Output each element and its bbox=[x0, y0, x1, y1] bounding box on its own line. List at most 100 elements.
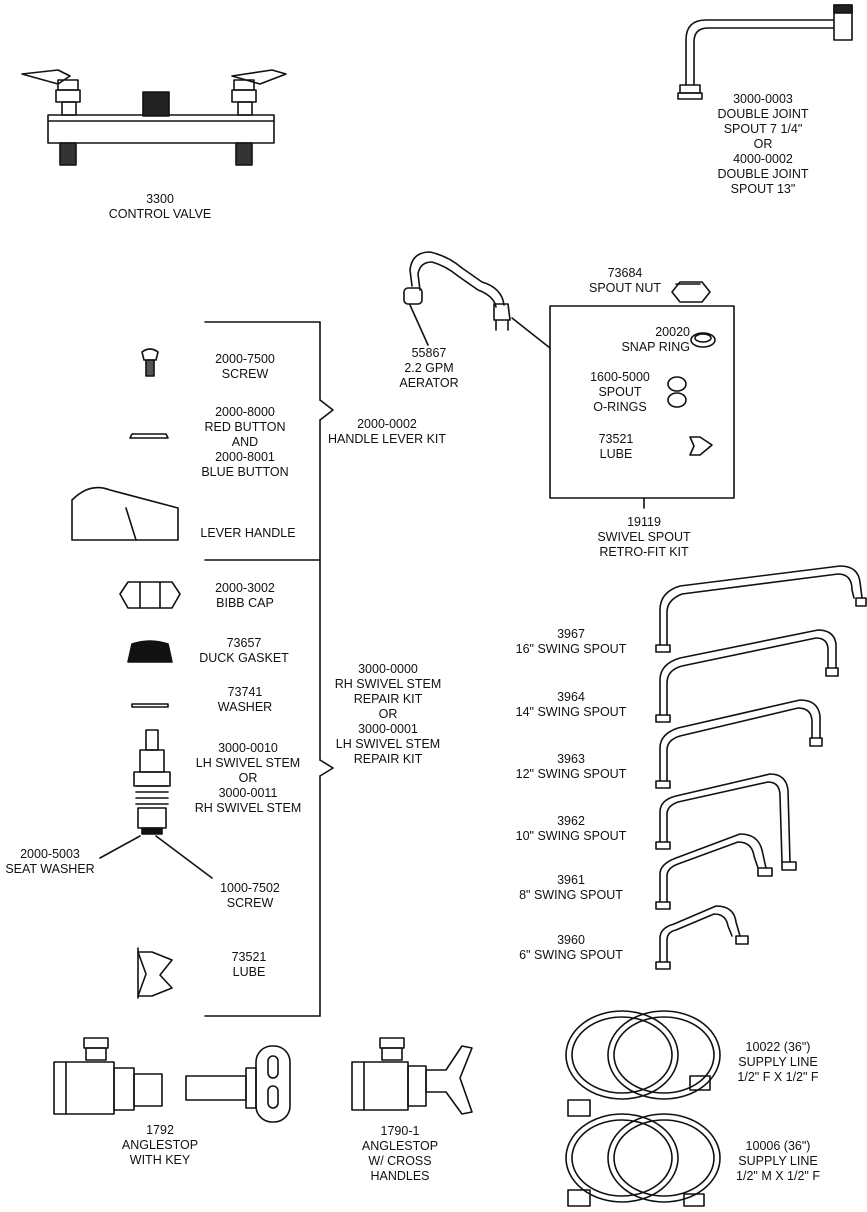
label-line: REPAIR KIT bbox=[353, 692, 423, 706]
label-line: SPOUT 7 1/4" bbox=[723, 122, 803, 136]
supply-line-ff-drawing bbox=[565, 1010, 721, 1117]
label-line: BIBB CAP bbox=[216, 596, 274, 610]
label-line: LH SWIVEL STEM bbox=[335, 737, 441, 751]
label-line: BLUE BUTTON bbox=[201, 465, 289, 479]
label-line: HANDLE LEVER KIT bbox=[327, 432, 447, 446]
label-line: SCREW bbox=[221, 367, 269, 381]
label-line: 8" SWING SPOUT bbox=[519, 888, 623, 902]
label-line: OR bbox=[378, 707, 398, 721]
label-line: SNAP RING bbox=[621, 340, 690, 354]
label-line: 55867 bbox=[411, 346, 447, 360]
anglestop-key-drawing bbox=[53, 1037, 291, 1123]
label-line: 3962 bbox=[557, 814, 585, 828]
label-line: 2000-8000 bbox=[215, 405, 275, 419]
label-line: 2000-0002 bbox=[357, 417, 417, 431]
label-line: 1600-5000 bbox=[590, 370, 650, 384]
supply-line-mf-drawing bbox=[565, 1113, 721, 1207]
swing-spouts-drawing bbox=[655, 565, 867, 970]
label-line: WASHER bbox=[217, 700, 273, 714]
label-line: 73684 bbox=[607, 266, 643, 280]
label-line: SWIVEL SPOUT bbox=[597, 530, 691, 544]
label-line: DOUBLE JOINT bbox=[717, 107, 809, 121]
label-line: LUBE bbox=[599, 447, 633, 461]
label-line: W/ CROSS bbox=[368, 1154, 432, 1168]
label-line: 3000-0000 bbox=[358, 662, 418, 676]
label-line: 1/2" F X 1/2" F bbox=[737, 1070, 819, 1084]
label-line: 73521 bbox=[231, 950, 267, 964]
label-line: ANGLESTOP bbox=[361, 1139, 439, 1153]
label-line: SUPPLY LINE bbox=[738, 1154, 818, 1168]
anglestop-cross-drawing bbox=[351, 1037, 473, 1115]
label-line: 16" SWING SPOUT bbox=[515, 642, 627, 656]
label-line: SPOUT 13" bbox=[730, 182, 796, 196]
label-line: 3967 bbox=[557, 627, 585, 641]
label-line: CONTROL VALVE bbox=[108, 207, 212, 221]
label-line: 10022 (36") bbox=[745, 1040, 811, 1054]
label-line: 2000-3002 bbox=[215, 581, 275, 595]
label-line: 3000-0011 bbox=[218, 786, 278, 800]
label-line: DOUBLE JOINT bbox=[717, 167, 809, 181]
label-line: RH SWIVEL STEM bbox=[194, 801, 302, 815]
control-valve-drawing bbox=[21, 69, 287, 166]
label-line: 3000-0010 bbox=[218, 741, 278, 755]
label-line: SCREW bbox=[226, 896, 274, 910]
label-line: 4000-0002 bbox=[733, 152, 793, 166]
label-line: 6" SWING SPOUT bbox=[519, 948, 623, 962]
label-line: WITH KEY bbox=[129, 1153, 191, 1167]
label-line: 2000-8001 bbox=[215, 450, 275, 464]
label-line: RETRO-FIT KIT bbox=[599, 545, 689, 559]
label-line: LH SWIVEL STEM bbox=[195, 756, 301, 770]
label-line: 3000-0001 bbox=[358, 722, 418, 736]
label-line: 73741 bbox=[227, 685, 263, 699]
label-lever-handle: LEVER HANDLE bbox=[190, 526, 306, 541]
label-line: O-RINGS bbox=[593, 400, 647, 414]
label-line: 3964 bbox=[557, 690, 585, 704]
label-line: 10006 (36") bbox=[745, 1139, 811, 1153]
label-line: 19119 bbox=[627, 515, 661, 529]
label-line: LEVER HANDLE bbox=[200, 526, 296, 540]
label-line: RED BUTTON bbox=[204, 420, 286, 434]
label-line: ANGLESTOP bbox=[121, 1138, 199, 1152]
label-line: LUBE bbox=[232, 965, 266, 979]
label-line: 20020 bbox=[655, 325, 690, 339]
label-line: OR bbox=[753, 137, 773, 151]
label-line: RH SWIVEL STEM bbox=[334, 677, 442, 691]
label-line: 3300 bbox=[146, 192, 174, 206]
label-line: 14" SWING SPOUT bbox=[515, 705, 627, 719]
label-line: 10" SWING SPOUT bbox=[515, 829, 627, 843]
label-line: SUPPLY LINE bbox=[738, 1055, 818, 1069]
spout-nut-drawing bbox=[671, 281, 711, 303]
label-line: 2000-7500 bbox=[215, 352, 275, 366]
label-line: 2000-5003 bbox=[20, 847, 80, 861]
label-line: 1000-7502 bbox=[220, 881, 280, 895]
label-line: 3963 bbox=[557, 752, 585, 766]
label-line: 12" SWING SPOUT bbox=[515, 767, 627, 781]
label-line: 3961 bbox=[557, 873, 585, 887]
label-line: 2.2 GPM bbox=[404, 361, 454, 375]
label-line: REPAIR KIT bbox=[353, 752, 423, 766]
label-line: OR bbox=[238, 771, 258, 785]
label-line: 1790-1 bbox=[380, 1124, 420, 1138]
label-line: 73521 bbox=[598, 432, 634, 446]
label-line: SPOUT bbox=[598, 385, 642, 399]
